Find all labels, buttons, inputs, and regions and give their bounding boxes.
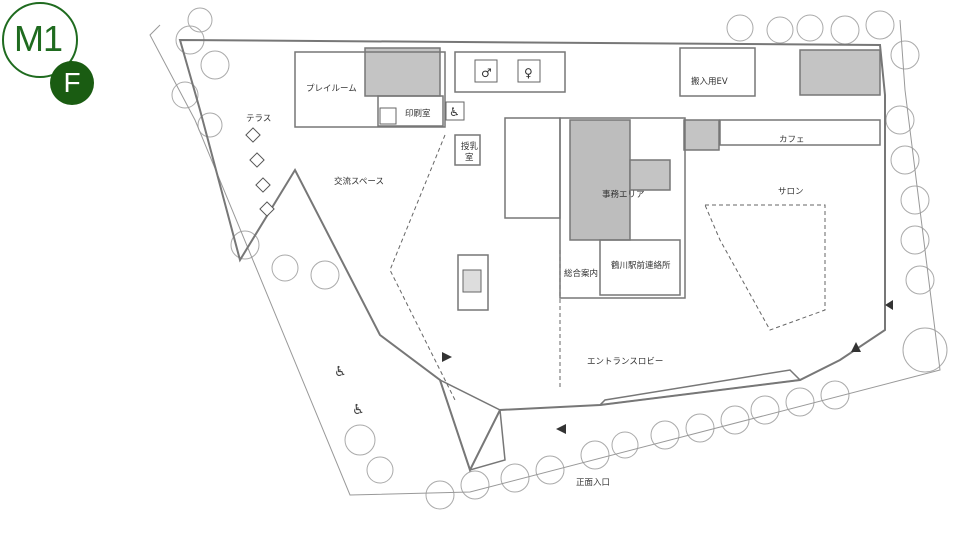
elevator-icon <box>462 269 482 293</box>
floor-badge: F <box>50 61 94 105</box>
tree-icon <box>460 470 490 500</box>
label-print-room: 印刷室 <box>405 108 431 119</box>
tree-icon <box>187 7 213 33</box>
tree-icon <box>200 50 230 80</box>
svg-text:♀: ♀ <box>524 66 533 80</box>
tree-icon <box>425 480 455 510</box>
baby-care-icon <box>379 107 397 125</box>
trees <box>171 7 948 510</box>
entrance-arrow-icon <box>851 342 861 352</box>
tree-icon <box>500 463 530 493</box>
svg-text:♿: ♿ <box>449 105 460 119</box>
label-nursing-room-2: 室 <box>465 152 474 163</box>
direction-arrows <box>442 300 893 434</box>
label-exchange-space: 交流スペース <box>334 176 384 187</box>
tree-icon <box>171 81 199 109</box>
mens-toilet-icon <box>474 59 498 83</box>
womens-toilet-icon <box>517 59 541 83</box>
tree-icon <box>890 145 920 175</box>
toilet-icons: ♂ ♀ ♿ ♿ ♿ <box>334 59 541 418</box>
tree-icon <box>230 230 260 260</box>
dashed-zones <box>389 134 826 401</box>
tree-icon <box>650 420 680 450</box>
entrance-arrow-icon <box>442 352 452 362</box>
label-entrance-lobby: エントランスロビー <box>587 357 663 367</box>
tree-icon <box>890 40 920 70</box>
tree-icon <box>720 405 750 435</box>
tree-icon <box>796 14 824 42</box>
tree-icon <box>726 14 754 42</box>
tree-icon <box>310 260 340 290</box>
tree-icon <box>820 380 850 410</box>
tree-icon <box>366 456 394 484</box>
label-freight-ev: 搬入用EV <box>691 76 728 87</box>
tree-icon <box>830 15 860 45</box>
tree-icon <box>766 16 794 44</box>
entrance-arrow-icon <box>885 300 893 310</box>
svg-text:♂: ♂ <box>481 66 492 80</box>
room-labels: テラス プレイルーム 印刷室 交流スペース 授乳 室 事務エリア 鶴川駅前連絡所… <box>246 76 805 488</box>
label-terrace: テラス <box>246 114 271 124</box>
label-cafe: カフェ <box>779 135 805 145</box>
tree-icon <box>900 185 930 215</box>
tree-icon <box>271 254 299 282</box>
tree-icon <box>197 112 223 138</box>
terrace-tables <box>245 127 275 217</box>
tree-icon <box>344 424 376 456</box>
label-playroom: プレイルーム <box>306 84 357 94</box>
site-boundary <box>149 19 941 496</box>
building-code: M1 <box>14 18 63 59</box>
tree-icon <box>865 10 895 40</box>
tree-icon <box>580 440 610 470</box>
tree-icon <box>905 265 935 295</box>
label-nursing-room: 授乳 <box>461 141 479 152</box>
label-office-area: 事務エリア <box>602 189 645 200</box>
tree-icon <box>685 413 715 443</box>
tree-icon <box>902 327 948 373</box>
wheelchair-icon <box>445 101 465 121</box>
label-main-entrance: 正面入口 <box>576 478 610 488</box>
tree-icon <box>611 431 639 459</box>
wheelchair-parking-icon: ♿ <box>352 402 365 418</box>
tree-icon <box>900 225 930 255</box>
wall-blocks <box>364 47 881 311</box>
tree-icon <box>535 455 565 485</box>
entrance-arrow-icon <box>556 424 566 434</box>
tree-icon <box>785 387 815 417</box>
wheelchair-parking-icon: ♿ <box>334 364 347 380</box>
label-salon: サロン <box>778 187 804 197</box>
building-badge: M1 <box>2 2 78 78</box>
label-information: 総合案内 <box>564 268 598 279</box>
label-liaison-office: 鶴川駅前連絡所 <box>611 260 671 271</box>
room-walls <box>294 47 881 471</box>
tree-icon <box>750 395 780 425</box>
